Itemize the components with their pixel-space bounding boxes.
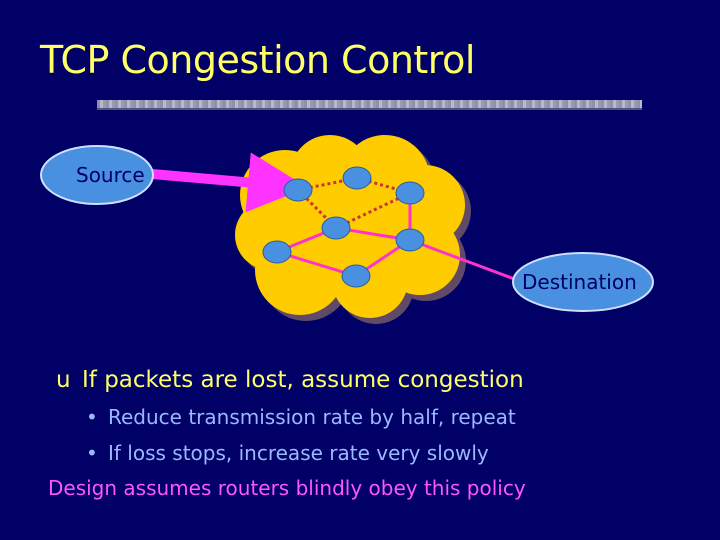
- destination-node: [512, 252, 654, 312]
- router-node: [342, 166, 372, 190]
- router-node: [321, 216, 351, 240]
- sub-bullet: • If loss stops, increase rate very slowl…: [86, 441, 489, 465]
- footer-note: Design assumes routers blindly obey this…: [48, 476, 526, 500]
- router-node: [341, 264, 371, 288]
- router-node: [262, 240, 292, 264]
- sub-bullet-text: Reduce transmission rate by half, repeat: [108, 405, 516, 429]
- bullet-dot-icon: •: [86, 441, 98, 465]
- title-underline: [97, 100, 642, 108]
- main-bullet-text: If packets are lost, assume congestion: [82, 367, 524, 393]
- slide-title: TCP Congestion Control: [40, 38, 475, 82]
- source-arrow: [151, 152, 308, 213]
- bullet-dot-icon: •: [86, 405, 98, 429]
- main-bullet: u If packets are lost, assume congestion: [56, 367, 524, 393]
- router-node: [283, 178, 313, 202]
- source-node: [40, 145, 154, 205]
- source-label: Source: [76, 163, 145, 187]
- sub-bullet: • Reduce transmission rate by half, repea…: [86, 405, 516, 429]
- sub-bullet-text: If loss stops, increase rate very slowly: [108, 441, 489, 465]
- router-node: [395, 228, 425, 252]
- destination-label: Destination: [522, 270, 637, 294]
- diamond-bullet-icon: u: [56, 367, 71, 393]
- routers: [262, 166, 425, 288]
- router-node: [395, 181, 425, 205]
